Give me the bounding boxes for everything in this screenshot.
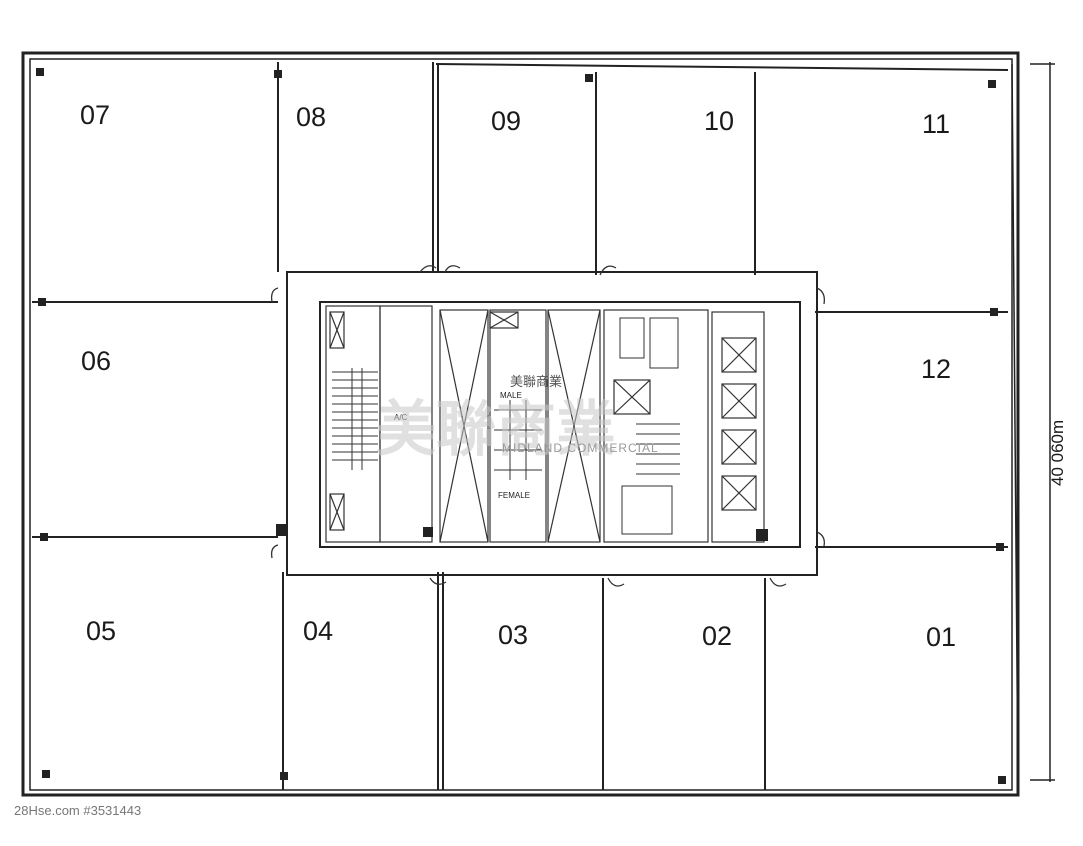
watermark-chinese: 美聯商業: [510, 374, 562, 390]
unit-labels: 07 08 09 10 11 06 12 05 04 03 02 01: [80, 100, 956, 652]
core-corridor: [286, 271, 818, 576]
service-right: [603, 309, 765, 543]
unit-label-05: 05: [86, 616, 116, 646]
unit-label-07: 07: [80, 100, 110, 130]
male-label: MALE: [500, 391, 522, 400]
outer-walls: [21, 51, 1020, 797]
doors: [270, 265, 825, 587]
unit-label-08: 08: [296, 102, 326, 132]
watermark: 美聯商業 美聯商業 MIDLAND COMMERCIAL: [376, 374, 659, 465]
dimension-line: [1030, 62, 1055, 782]
unit-label-12: 12: [921, 354, 951, 384]
unit-label-11: 11: [922, 109, 950, 139]
unit-label-09: 09: [491, 106, 521, 136]
watermark-english: MIDLAND COMMERCIAL: [502, 441, 659, 455]
partitions: [32, 62, 1009, 790]
stair-left: [325, 305, 433, 543]
columns: [36, 68, 1006, 784]
unit-label-02: 02: [702, 621, 732, 651]
watermark-big-text: 美聯商業: [376, 395, 616, 465]
unit-label-01: 01: [926, 622, 956, 652]
lift-shafts: [439, 309, 601, 543]
footer-credit: 28Hse.com #3531443: [14, 803, 142, 818]
unit-label-03: 03: [498, 620, 528, 650]
female-label: FEMALE: [498, 491, 530, 500]
dimension-label: 40 060m: [1048, 420, 1067, 486]
unit-label-10: 10: [704, 106, 734, 136]
ac-label: A/C: [394, 413, 408, 422]
unit-label-06: 06: [81, 346, 111, 376]
unit-label-04: 04: [303, 616, 333, 646]
